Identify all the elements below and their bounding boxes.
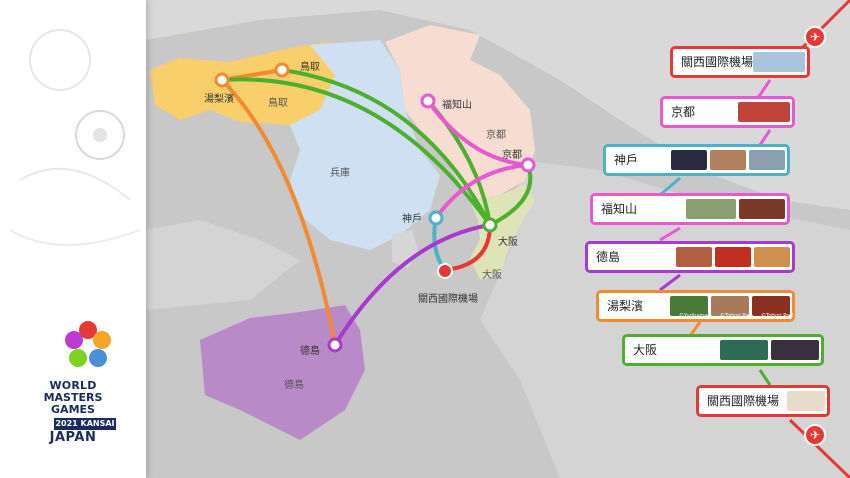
city-label-fukuchiyama: 福知山: [442, 100, 472, 111]
itinerary-card: 福知山: [590, 193, 790, 225]
route-stops: [214, 62, 536, 353]
stop-tottori: [274, 62, 290, 78]
soccer-ball-icon: [75, 110, 125, 160]
rail-segment-5: [659, 273, 681, 292]
sports-decoration: [9, 29, 141, 246]
airplane-icon: ✈: [804, 424, 826, 446]
stop-yurihama: [214, 72, 230, 88]
route-pink-kyoto-kobe: [434, 163, 530, 220]
route-green-tottori-osaka: [280, 68, 492, 227]
photo-credit: ©Tottori Pref.: [761, 313, 795, 319]
itinerary-photo: [738, 102, 790, 122]
rail-segment-6: [688, 321, 702, 337]
ball-icon: [29, 29, 91, 91]
itinerary-card: 關西國際機場: [670, 46, 810, 78]
stop-kobe: [428, 210, 444, 226]
itinerary-card: 京都: [660, 96, 795, 128]
itinerary-photo: [771, 340, 819, 360]
itinerary-photo: [670, 296, 708, 316]
rail-segment-4: [659, 226, 681, 242]
itinerary-card-label: 福知山: [601, 202, 638, 216]
tottori-prefecture: [150, 42, 335, 125]
itinerary-photo: [753, 52, 805, 72]
stop-fukuchiyama: [420, 93, 436, 109]
itinerary-photo: [720, 340, 768, 360]
rail-bottom: [788, 418, 850, 478]
city-label-yurihama: 湯梨濱: [204, 94, 234, 105]
route-orange-yurihama-tokushima: [220, 78, 337, 347]
itinerary-card-label: 湯梨濱: [607, 299, 644, 313]
city-label-kix: 關西國際機場: [418, 294, 478, 305]
logo-line-games: GAMES: [51, 403, 95, 416]
itinerary-card: 大阪: [622, 334, 824, 366]
city-label-kobe: 神戶: [402, 214, 422, 225]
itinerary-photo: [739, 199, 785, 219]
region-label-tokushima: 德島: [284, 380, 304, 391]
itinerary-card: 德島: [585, 241, 795, 273]
itinerary-photo: [671, 150, 707, 170]
itinerary-photo: [710, 150, 746, 170]
stop-tokushima: [327, 337, 343, 353]
tokushima-prefecture: [200, 305, 365, 440]
itinerary-card: 神戶: [603, 144, 790, 176]
wmg-flower-logo-icon: [65, 321, 111, 367]
photo-credit: ©Tottori Pref.: [720, 313, 754, 319]
logo-country: JAPAN: [49, 430, 97, 445]
sidebar: WORLD MASTERS GAMES 2021 KANSAI JAPAN: [0, 0, 146, 478]
itinerary-photo: [676, 247, 712, 267]
itinerary-photo: [686, 199, 736, 219]
itinerary-card-label: 關西國際機場: [707, 394, 780, 408]
route-green-yurihama-osaka: [220, 77, 492, 227]
itinerary-card-label: 神戶: [614, 153, 639, 167]
itinerary-photo: [715, 247, 751, 267]
rail-segment-3: [659, 176, 681, 197]
itinerary-photo: [711, 296, 749, 316]
logo-year: 2021 KANSAI: [54, 418, 116, 430]
stop-kyoto: [520, 157, 536, 173]
stop-osaka: [482, 217, 498, 233]
region-label-kyoto: 京都: [486, 130, 506, 141]
photo-credit: ©Yurihama: [679, 313, 708, 319]
logo-line-masters: MASTERS: [43, 391, 103, 404]
airplane-icon: ✈: [804, 26, 826, 48]
region-label-tottori: 鳥取: [268, 98, 288, 109]
city-label-kyoto: 京都: [502, 150, 522, 161]
route-pink-fukuchiyama-kyoto: [426, 99, 530, 167]
itinerary-photo: [749, 150, 785, 170]
itinerary-card: 關西國際機場: [696, 385, 830, 417]
land-west: [146, 220, 300, 310]
itinerary-card-label: 京都: [671, 105, 696, 119]
city-label-osaka: 大阪: [498, 237, 518, 248]
rail-segment-2: [758, 129, 772, 146]
route-purple-tokushima-osaka: [333, 223, 492, 347]
itinerary-card-label: 大阪: [633, 343, 658, 357]
itinerary-card-label: 德島: [596, 250, 621, 264]
region-label-hyogo: 兵庫: [330, 168, 350, 179]
itinerary-photo: [752, 296, 790, 316]
city-label-tokushima: 德島: [300, 346, 320, 357]
rail-segment-7: [758, 369, 772, 386]
airplane-icon: [437, 263, 453, 279]
itinerary-photo: [754, 247, 790, 267]
city-label-tottori: 鳥取: [300, 62, 320, 73]
itinerary-photo: [787, 391, 825, 411]
logo-line-world: WORLD: [49, 379, 97, 392]
region-label-osaka: 大阪: [482, 270, 502, 281]
itinerary-card: 湯梨濱: [596, 290, 795, 322]
itinerary-card-label: 關西國際機場: [681, 55, 754, 69]
